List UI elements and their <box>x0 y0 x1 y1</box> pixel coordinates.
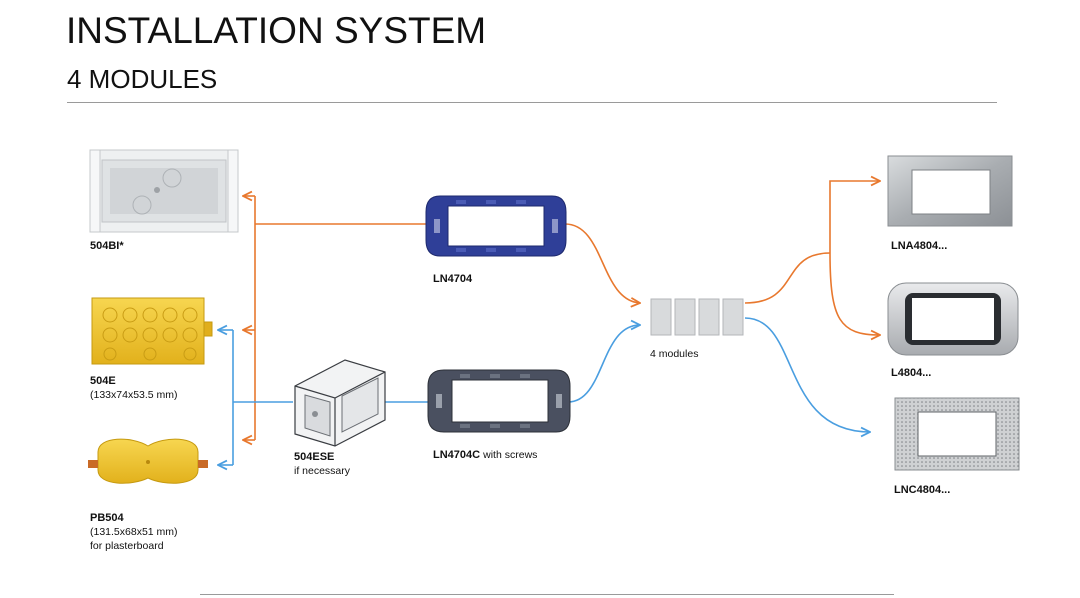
adapter-504ESE-note: if necessary <box>294 465 351 477</box>
support-LN4704-code: LN4704 <box>433 273 473 285</box>
box-504BI-label: 504BI* <box>90 239 124 253</box>
bottom-divider <box>200 594 894 595</box>
blue-curve-LN4704C-to-modules <box>567 325 640 403</box>
box-PB504-image <box>88 438 208 484</box>
modules-label: 4 modules <box>650 347 698 361</box>
support-LN4704C-label: LN4704C with screws <box>433 448 537 462</box>
orange-arrow-to-LNA4804 <box>829 181 880 253</box>
plate-L4804-label: L4804... <box>891 366 931 380</box>
page-subtitle: 4 MODULES <box>67 64 218 94</box>
box-PB504-label: PB504 (131.5x68x51 mm) for plasterboard <box>90 511 178 553</box>
support-LN4704-label: LN4704 <box>433 272 472 286</box>
adapter-504ESE-label: 504ESE if necessary <box>294 450 350 478</box>
plate-LNC4804-image <box>894 397 1020 471</box>
support-LN4704C-code: LN4704C <box>433 449 481 461</box>
modules-count-label: 4 modules <box>650 348 699 360</box>
modules-image <box>650 298 744 336</box>
plate-LNC4804-label: LNC4804... <box>894 483 950 497</box>
plate-L4804-image <box>887 282 1019 356</box>
support-LN4704-image <box>425 195 567 257</box>
adapter-504ESE-code: 504ESE <box>294 451 335 463</box>
box-PB504-dimensions: (131.5x68x51 mm) <box>90 526 178 538</box>
box-504E-label: 504E (133x74x53.5 mm) <box>90 374 178 402</box>
plate-LNA4804-label: LNA4804... <box>891 239 947 253</box>
box-504E-image <box>91 297 213 365</box>
support-LN4704C-image <box>427 369 571 433</box>
page-title: INSTALLATION SYSTEM <box>66 10 487 51</box>
box-504E-code: 504E <box>90 375 116 387</box>
orange-curve-LN4704-to-modules <box>564 223 640 303</box>
top-divider <box>67 102 997 103</box>
support-LN4704C-note: with screws <box>483 449 538 461</box>
box-504BI-code: 504BI* <box>90 240 124 252</box>
plate-L4804-code: L4804... <box>891 367 932 379</box>
adapter-504ESE-image <box>294 359 386 447</box>
plate-LNC4804-code: LNC4804... <box>894 484 951 496</box>
plate-LNA4804-code: LNA4804... <box>891 240 948 252</box>
orange-connections <box>243 181 880 440</box>
orange-arrow-to-L4804 <box>829 252 880 335</box>
blue-arrow-to-LNC4804 <box>744 317 870 432</box>
box-504E-dimensions: (133x74x53.5 mm) <box>90 389 178 401</box>
box-PB504-usage: for plasterboard <box>90 540 164 552</box>
plate-LNA4804-image <box>887 155 1013 227</box>
blue-connections <box>218 317 870 465</box>
box-PB504-code: PB504 <box>90 512 124 524</box>
box-504BI-image <box>89 149 239 233</box>
orange-curve-modules-to-split <box>744 252 831 304</box>
